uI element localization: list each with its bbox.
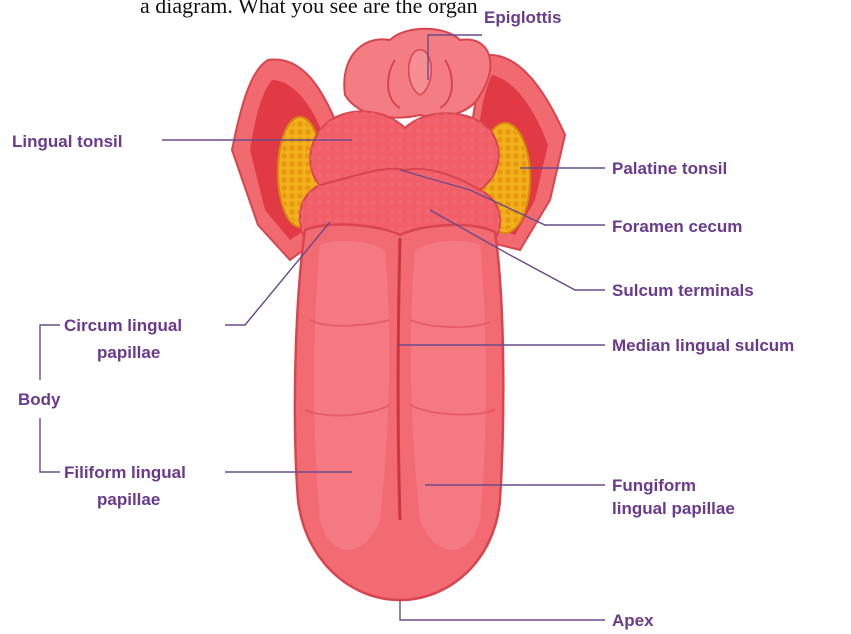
tongue-left-highlight (314, 241, 389, 550)
label-sulcum-terminals: Sulcum terminals (612, 281, 754, 300)
tongue-right-highlight (411, 241, 486, 550)
label-fungiform: Fungiform (612, 476, 696, 495)
lingual-tonsil-texture (300, 111, 500, 240)
label-epiglottis: Epiglottis (484, 8, 561, 27)
label-foramen-cecum: Foramen cecum (612, 217, 742, 236)
label-fungiform-papillae: lingual papillae (612, 499, 735, 518)
label-body: Body (18, 390, 61, 409)
label-filiform-papillae: papillae (97, 490, 160, 509)
label-lingual-tonsil: Lingual tonsil (12, 132, 123, 151)
cut-off-caption: a diagram. What you see are the organ (140, 0, 478, 18)
label-circum-lingual: Circum lingual (64, 316, 182, 335)
label-median-lingual-sulcum: Median lingual sulcum (612, 336, 794, 355)
label-filiform-lingual: Filiform lingual (64, 463, 186, 482)
label-palatine-tonsil: Palatine tonsil (612, 159, 727, 178)
label-apex: Apex (612, 611, 654, 630)
label-circum-lingual-papillae: papillae (97, 343, 160, 362)
